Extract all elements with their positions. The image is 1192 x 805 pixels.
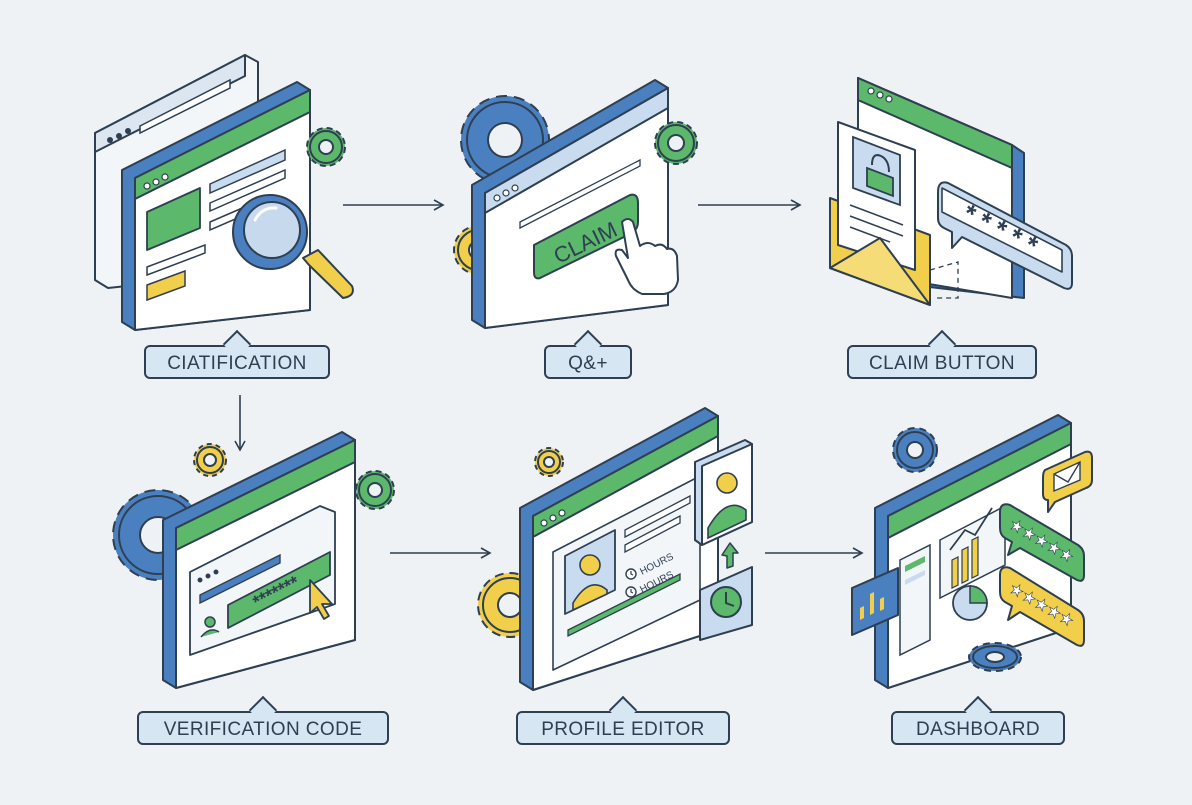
- gear-icon: [968, 642, 1022, 672]
- pointer-cursor-icon: [309, 579, 333, 620]
- mini-chart-card: [851, 567, 899, 636]
- gear-icon: [892, 427, 938, 473]
- gear-icon: [460, 95, 550, 185]
- step-label-profile-editor: PROFILE EDITOR: [516, 711, 730, 745]
- clock-card: [699, 566, 753, 641]
- gear-icon: [355, 470, 395, 510]
- clock-icon: [625, 568, 637, 580]
- step-label-ciatification: CIATIFICATION: [144, 345, 330, 379]
- illustration-verification-code: *******: [112, 431, 395, 689]
- illustration-claim: CLAIM: [453, 79, 698, 329]
- code-input-field: [227, 551, 331, 629]
- hand-cursor-icon: [614, 218, 679, 295]
- gear-icon: [534, 447, 564, 477]
- step-label-dashboard: DASHBOARD: [891, 711, 1065, 745]
- step-label-verification-code: VERIFICATION CODE: [137, 711, 389, 745]
- gear-icon: [193, 443, 227, 477]
- illustration-profile-editor: HOURS HOURS: [477, 407, 753, 691]
- message-bubble-icon: [1042, 450, 1093, 513]
- magnifier-icon: [232, 194, 354, 299]
- illustration-secure-mail: * * * * *: [829, 77, 1073, 306]
- avatar-card: [694, 439, 753, 546]
- illustration-search: [94, 54, 354, 331]
- illustration-dashboard: ★★★★★ ★★★★★: [851, 414, 1093, 689]
- step-label-q-and-plus: Q&+: [544, 345, 632, 379]
- clock-icon: [625, 586, 637, 598]
- user-icon: [200, 616, 220, 638]
- gear-icon: [306, 127, 346, 167]
- gear-icon: [654, 121, 698, 165]
- lock-icon: [866, 154, 894, 198]
- up-arrow-icon: [721, 542, 739, 569]
- profile-photo: [564, 529, 616, 615]
- pie-chart-icon: [952, 585, 988, 621]
- step-label-claim-button: CLAIM BUTTON: [847, 345, 1037, 379]
- bar-chart-icon: [949, 507, 993, 589]
